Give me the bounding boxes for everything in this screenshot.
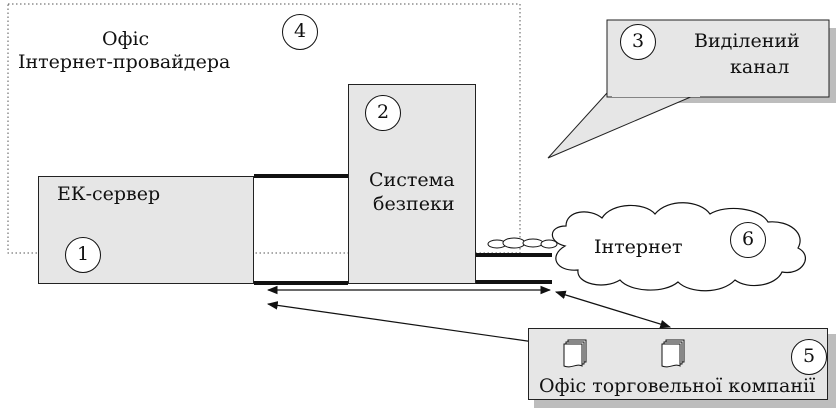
trade-office-box: 5 Офіс торговельної компанії: [528, 328, 828, 400]
security-system-label-line1: Система: [369, 169, 455, 191]
ec-server-label: ЕК-сервер: [57, 183, 161, 205]
ec-server-number: 1: [65, 237, 101, 273]
isp-office-frame: [7, 3, 521, 254]
isp-office-label-line1: Офіс: [102, 28, 150, 50]
leased-line-label-line1: Виділений: [694, 30, 800, 52]
security-system-label-line2: безпеки: [373, 193, 455, 215]
arrow-diagonal-right: [554, 290, 672, 329]
security-system-box: 2 Система безпеки: [348, 84, 476, 284]
security-system-number: 2: [365, 95, 401, 131]
internet-label: Інтернет: [594, 236, 683, 258]
document-icon: [563, 339, 587, 368]
isp-office-number: 4: [282, 14, 318, 50]
internet-number: 6: [730, 222, 766, 258]
trade-office-number: 5: [791, 339, 827, 375]
arrow-diagonal-left: [266, 301, 564, 349]
leased-line-label-line2: канал: [730, 56, 790, 78]
trade-office-label: Офіс торговельної компанії: [539, 375, 816, 397]
isp-office-label-line2: Інтернет-провайдера: [18, 51, 231, 73]
ec-server-box: ЕК-сервер 1: [38, 176, 254, 284]
document-icon: [661, 339, 685, 368]
cloud-wisps: [487, 237, 558, 249]
leased-line-number: 3: [620, 24, 656, 60]
